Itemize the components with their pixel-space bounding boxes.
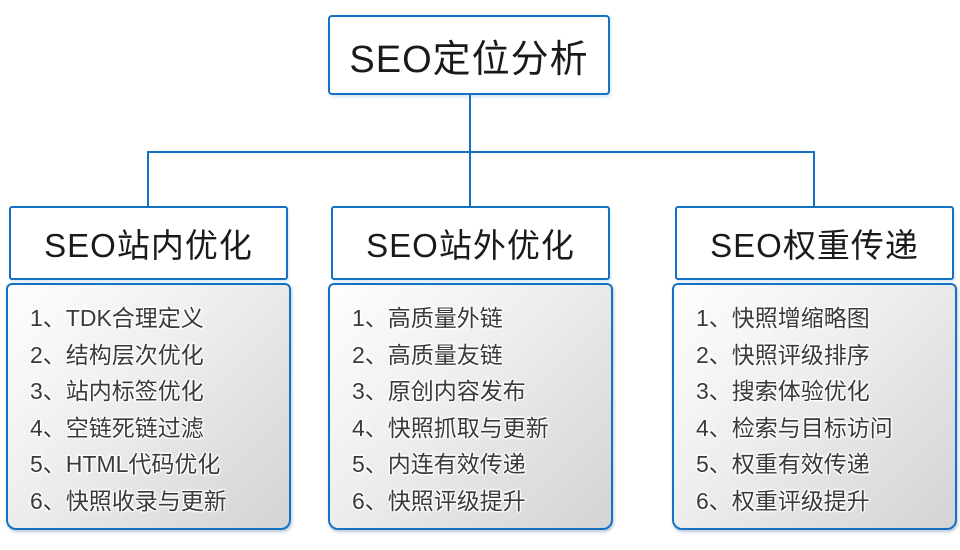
list-item: 3、原创内容发布 [352, 378, 526, 404]
list-item: 1、TDK合理定义 [30, 305, 204, 331]
offsite-list-box: 1、高质量外链 2、高质量友链 3、原创内容发布 4、快照抓取与更新 5、内连有效传递 6… [328, 283, 613, 530]
list-item: 1、快照增缩略图 [696, 305, 870, 331]
list-item: 6、快照收录与更新 [30, 487, 227, 514]
list-item: 5、HTML代码优化 [30, 451, 221, 477]
node-weight-title: SEO权重传递 [710, 227, 919, 264]
list-item: 2、快照评级排序 [696, 341, 870, 368]
node-onsite-header: SEO站内优化 [9, 206, 288, 280]
list-item: 4、空链死链过滤 [30, 414, 204, 441]
list-item: 5、权重有效传递 [696, 451, 870, 477]
list-item: 4、检索与目标访问 [696, 414, 893, 441]
weight-item-list: 1、快照增缩略图 2、快照评级排序 3、搜索体验优化 4、检索与目标访问 5、权重有效传… [674, 285, 955, 519]
list-item: 5、内连有效传递 [352, 451, 526, 477]
offsite-item-list: 1、高质量外链 2、高质量友链 3、原创内容发布 4、快照抓取与更新 5、内连有效传递 6… [330, 285, 611, 519]
list-item: 4、快照抓取与更新 [352, 414, 549, 441]
connector-drop-left [147, 151, 149, 207]
root-node: SEO定位分析 [328, 15, 610, 95]
connector-drop-right [813, 151, 815, 207]
list-item: 6、权重评级提升 [696, 487, 870, 514]
node-weight-header: SEO权重传递 [675, 206, 954, 280]
node-offsite-header: SEO站外优化 [331, 206, 610, 280]
root-node-title: SEO定位分析 [349, 38, 589, 81]
list-item: 1、高质量外链 [352, 305, 503, 331]
list-item: 6、快照评级提升 [352, 487, 526, 514]
list-item: 2、结构层次优化 [30, 341, 204, 368]
onsite-item-list: 1、TDK合理定义 2、结构层次优化 3、站内标签优化 4、空链死链过滤 5、HTML代… [8, 285, 289, 519]
connector-root-stem [469, 95, 471, 153]
list-item: 2、高质量友链 [352, 341, 503, 368]
column-offsite: SEO站外优化 1、高质量外链 2、高质量友链 3、原创内容发布 4、快照抓取与更新 5… [328, 206, 613, 530]
weight-list-box: 1、快照增缩略图 2、快照评级排序 3、搜索体验优化 4、检索与目标访问 5、权重有效传… [672, 283, 957, 530]
node-onsite-title: SEO站内优化 [44, 227, 253, 264]
connector-drop-middle [469, 151, 471, 207]
onsite-list-box: 1、TDK合理定义 2、结构层次优化 3、站内标签优化 4、空链死链过滤 5、HTML代… [6, 283, 291, 530]
list-item: 3、站内标签优化 [30, 378, 204, 404]
column-onsite: SEO站内优化 1、TDK合理定义 2、结构层次优化 3、站内标签优化 4、空链死链过… [6, 206, 291, 530]
column-weight: SEO权重传递 1、快照增缩略图 2、快照评级排序 3、搜索体验优化 4、检索与目标访… [672, 206, 957, 530]
list-item: 3、搜索体验优化 [696, 378, 870, 404]
node-offsite-title: SEO站外优化 [366, 227, 575, 264]
connector-horizontal-bar [147, 151, 815, 153]
